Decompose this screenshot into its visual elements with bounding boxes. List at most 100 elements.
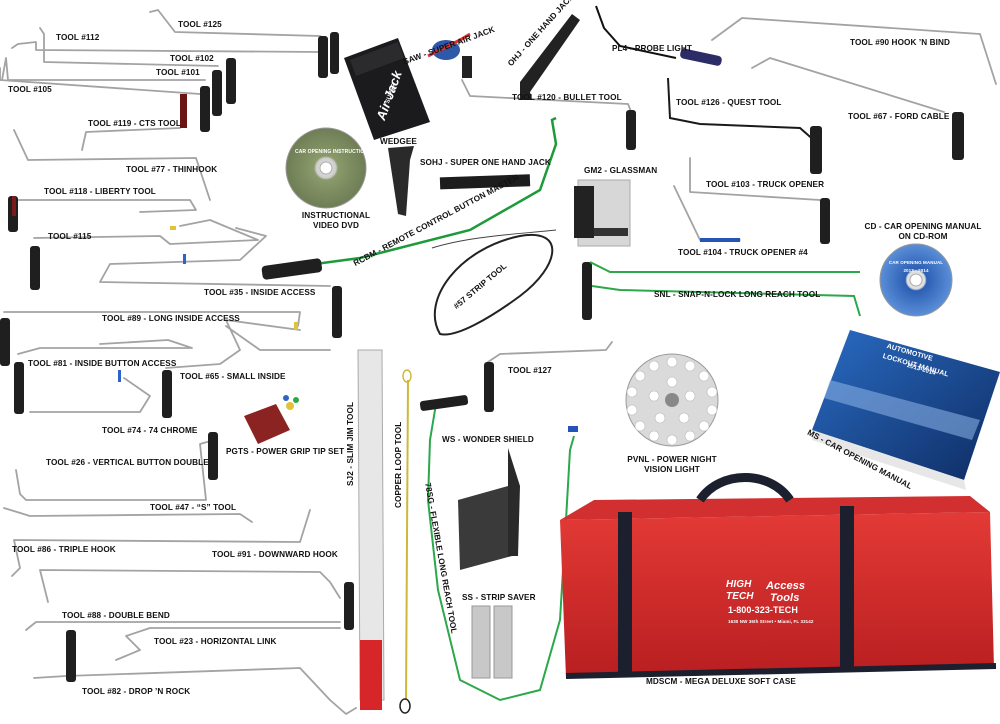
- label-tool-125: TOOL #125: [178, 20, 222, 29]
- case-brand-access: Access: [766, 580, 806, 592]
- tool-77-wire: [13, 129, 211, 201]
- label-tool-104: TOOL #104 - TRUCK OPENER #4: [678, 248, 808, 257]
- label-copper: COPPER LOOP TOOL: [394, 421, 403, 508]
- label-tool-126: TOOL #126 - QUEST TOOL: [676, 98, 782, 107]
- tool-120-wire: [461, 79, 633, 115]
- label-mdscm: MDSCM - MEGA DELUXE SOFT CASE: [646, 677, 796, 686]
- probe-light-wire: [595, 5, 677, 59]
- glassman: [574, 179, 631, 247]
- label-ws: WS - WONDER SHIELD: [442, 435, 534, 444]
- handle-119-red: [180, 94, 187, 128]
- handle-120: [626, 110, 636, 150]
- label-gm2: GM2 - GLASSMAN: [584, 166, 658, 175]
- tool-125-wire: [149, 9, 327, 41]
- tool-101-wire: [1, 57, 206, 81]
- label-tool-65: TOOL #65 - SMALL INSIDE: [180, 372, 286, 381]
- probe-light-body: [680, 48, 722, 66]
- snap-n-lock-wire: [589, 261, 860, 273]
- label-tool-102: TOOL #102: [170, 54, 214, 63]
- one-hand-jack: [520, 14, 580, 100]
- tool-105-wire: [0, 67, 201, 95]
- label-pvnl-line2: VISION LIGHT: [644, 465, 700, 474]
- tool-127-wire: [487, 341, 613, 363]
- handle-81: [14, 362, 24, 414]
- label-cd-line1: CD - CAR OPENING MANUAL: [864, 222, 982, 231]
- tool-82-wire: [33, 667, 357, 715]
- label-tool-101: TOOL #101: [156, 68, 200, 77]
- tool-90-wire: [711, 17, 997, 85]
- super-one-hand-jack: [439, 174, 531, 190]
- tool-67-wire: [751, 57, 945, 113]
- label-wedgee: WEDGEE: [380, 137, 417, 146]
- tool-86-wire: [11, 509, 311, 577]
- flexible-long-reach-tool: [426, 403, 575, 702]
- label-snl: SNL - SNAP-N-LOCK LONG REACH TOOL: [654, 290, 821, 299]
- strip-saver-left: [471, 605, 491, 679]
- tool-119-wire: [81, 127, 181, 151]
- label-tool-120: TOOL #120 - BULLET TOOL: [512, 93, 622, 102]
- label-tool-115: TOOL #115: [48, 232, 92, 241]
- wedgee: [388, 146, 414, 216]
- handle-102: [226, 58, 236, 104]
- handle-91: [344, 582, 354, 630]
- tool-81-wire: [17, 339, 193, 355]
- label-cd-line2: ON CD-ROM: [898, 232, 948, 241]
- tool-35-wire: [99, 227, 331, 287]
- label-tool-47: TOOL #47 - “S” TOOL: [150, 503, 237, 512]
- label-ss: SS - STRIP SAVER: [462, 593, 536, 602]
- handle-35: [332, 286, 342, 338]
- handle-103: [820, 198, 830, 244]
- label-tool-119: TOOL #119 - CTS TOOL: [88, 119, 181, 128]
- tool-102-wire: [39, 27, 219, 67]
- handle-101: [212, 70, 222, 116]
- label-tool-112: TOOL #112: [56, 33, 100, 42]
- flexible-long-reach-handle: [419, 395, 469, 411]
- case-phone: 1-800-323-TECH: [728, 605, 798, 615]
- tool-89-wire: [3, 311, 301, 327]
- handle-126: [810, 126, 822, 174]
- label-tool-74: TOOL #74 - 74 CHROME: [102, 426, 198, 435]
- wonder-shield: [458, 448, 520, 570]
- car-opening-manual-book: [812, 330, 1000, 490]
- cd-years-text: 2013 - 2014: [903, 268, 929, 273]
- case-address: 1630 NW 36th Street • Miami, FL 33142: [728, 619, 814, 624]
- label-tool-105: TOOL #105: [8, 85, 52, 94]
- slim-jim-tool: [357, 349, 385, 710]
- label-pvnl-line1: PVNL - POWER NIGHT: [627, 455, 717, 464]
- label-tool-86: TOOL #86 - TRIPLE HOOK: [12, 545, 116, 554]
- label-pl4: PL4 - PROBE LIGHT: [612, 44, 692, 53]
- label-tool-35: TOOL #35 - INSIDE ACCESS: [204, 288, 316, 297]
- mega-deluxe-soft-case: [560, 473, 997, 679]
- tool-23-wire: [115, 627, 341, 661]
- label-tool-89: TOOL #89 - LONG INSIDE ACCESS: [102, 314, 240, 323]
- label-tool-82: TOOL #82 - DROP ’N ROCK: [82, 687, 191, 696]
- handle-127: [484, 362, 494, 412]
- handle-65: [162, 370, 172, 418]
- handle-125: [318, 36, 328, 78]
- power-night-vision-light: [625, 353, 719, 447]
- tool-47-wire: [3, 507, 253, 523]
- label-tool-77: TOOL #77 - THINHOOK: [126, 165, 218, 174]
- rcbm-green-wire: [269, 116, 558, 272]
- strip-saver-right: [493, 605, 513, 679]
- tool-112-wire: [11, 41, 321, 53]
- handle-82: [66, 630, 76, 682]
- tool-91-wire: [39, 569, 341, 603]
- label-pgts: PGTS - POWER GRIP TIP SET: [226, 447, 345, 456]
- rcbm-handle: [261, 258, 323, 280]
- handle-snl: [582, 262, 592, 320]
- tool-65-wire: [165, 319, 301, 369]
- handle-118-red: [12, 196, 16, 216]
- tool-115-wire: [33, 219, 259, 245]
- label-tool-118: TOOL #118 - LIBERTY TOOL: [44, 187, 156, 196]
- handle-115: [30, 246, 40, 290]
- label-tool-90: TOOL #90 HOOK ’N BIND: [850, 38, 951, 47]
- handle-89: [0, 318, 10, 366]
- label-tool-88: TOOL #88 - DOUBLE BEND: [62, 611, 170, 620]
- tool-88-wire: [25, 621, 341, 631]
- case-brand-tech: TECH: [726, 591, 754, 602]
- label-tool-127: TOOL #127: [508, 366, 552, 375]
- case-brand-high: HIGH: [726, 579, 752, 590]
